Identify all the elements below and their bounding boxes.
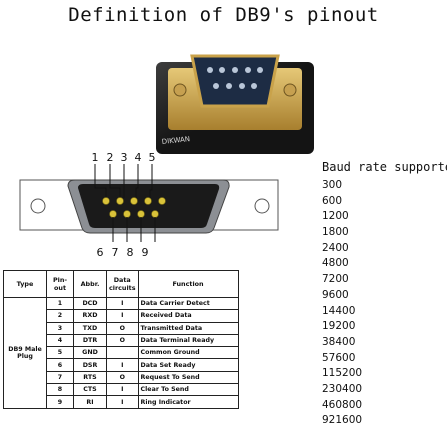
circuit-cell: I [106, 296, 139, 311]
pinout-table: Type Pin-out Abbr. Data circuits Functio… [3, 270, 239, 409]
baud-rate-item: 38400 [322, 335, 356, 348]
circuit-cell: I [106, 309, 139, 323]
pin-7 [123, 210, 131, 218]
abbr-cell: RI [73, 395, 107, 409]
pin-label-6: 6 [97, 246, 104, 259]
pin-cell: 6 [46, 358, 74, 372]
function-cell: Request To Send [137, 370, 239, 385]
mount-hole-right [254, 198, 270, 214]
circuit-cell: I [106, 358, 139, 372]
baud-rate-item: 14400 [322, 304, 356, 317]
pin-cell: 1 [46, 296, 74, 311]
header-pinout: Pin-out [46, 270, 74, 298]
d-sub-face [190, 54, 280, 108]
pin-label-1: 1 [92, 151, 99, 164]
baud-rate-item: 1200 [322, 210, 349, 223]
baud-rate-item: 4800 [322, 257, 349, 270]
pin-8 [137, 210, 145, 218]
function-cell: Clear To Send [137, 383, 239, 397]
abbr-cell: RXD [73, 309, 107, 323]
header-type: Type [3, 270, 47, 298]
header-abbr: Abbr. [73, 270, 107, 298]
header-function: Function [137, 270, 239, 298]
pin-label-8: 8 [127, 246, 134, 259]
function-cell: Transmitted Data [137, 321, 239, 335]
abbr-cell: DCD [73, 296, 107, 311]
circuit-cell: I [106, 383, 139, 397]
baud-rate-item: 230400 [322, 382, 363, 395]
function-cell: Ring Indicator [137, 395, 239, 409]
circuit-cell: O [106, 370, 139, 385]
connector-photo: DIKWAN [150, 38, 320, 158]
pin-9 [151, 210, 159, 218]
baud-rate-item: 600 [322, 194, 343, 207]
abbr-cell: RTS [73, 370, 107, 385]
baud-rate-list: 300 600 1200 1800 2400 4800 7200 9600 14400 19200… [322, 178, 362, 429]
pin-cell: 2 [46, 309, 74, 323]
pin-1 [102, 197, 110, 205]
function-cell: Common Ground [137, 346, 239, 360]
baud-rate-item: 300 [322, 179, 343, 191]
connector-insulator [78, 184, 220, 228]
pin-2 [116, 197, 124, 205]
page-title: Definition of DB9's pinout [68, 4, 379, 26]
circuit-cell: O [106, 321, 139, 335]
pin-label-2: 2 [107, 151, 114, 164]
pin-cell: 8 [46, 383, 74, 397]
header-circuits: Data circuits [106, 270, 139, 298]
abbr-cell: GND [73, 346, 107, 360]
pin-label-5: 5 [149, 151, 156, 164]
pin-6 [109, 210, 117, 218]
baud-rate-title: Baud rate supported: [322, 160, 447, 174]
type-cell: DB9 Male Plug [3, 297, 47, 409]
pin-3 [130, 197, 138, 205]
baud-rate-item: 7200 [322, 273, 349, 286]
abbr-cell: DSR [73, 358, 107, 372]
baud-rate-item: 1800 [322, 226, 349, 239]
circuit-cell [106, 346, 139, 360]
pin-cell: 7 [46, 370, 74, 385]
pin-cell: 3 [46, 321, 74, 335]
abbr-cell: DTR [73, 333, 107, 348]
circuit-cell: O [106, 333, 139, 348]
baud-rate-item: 9600 [322, 288, 349, 301]
mount-hole-left [30, 198, 46, 214]
pin-4 [144, 197, 152, 205]
db9-pinout-diagram: 1 2 3 4 5 6 7 8 9 [19, 151, 279, 259]
pin-label-3: 3 [121, 151, 128, 164]
baud-rate-item: 19200 [322, 320, 356, 333]
function-cell: Data Carrier Detect [137, 296, 239, 311]
abbr-cell: TXD [73, 321, 107, 335]
baud-rate-item: 460800 [322, 398, 363, 411]
pin-cell: 4 [46, 333, 74, 348]
pin-cell: 9 [46, 395, 74, 409]
baud-rate-item: 921600 [322, 414, 363, 427]
function-cell: Received Data [137, 309, 239, 323]
function-cell: Data Set Ready [137, 358, 239, 372]
circuit-cell: I [106, 395, 139, 409]
baud-rate-item: 2400 [322, 241, 349, 254]
pin-label-7: 7 [112, 246, 119, 259]
function-cell: Data Terminal Ready [137, 333, 239, 348]
pin-5 [158, 197, 166, 205]
table-header-row: Type Pin-out Abbr. Data circuits Functio… [3, 270, 239, 298]
pin-cell: 5 [46, 346, 74, 360]
brand-label: DIKWAN [161, 135, 190, 146]
pin-label-9: 9 [142, 246, 149, 259]
baud-rate-item: 57600 [322, 351, 356, 364]
pin-label-4: 4 [135, 151, 142, 164]
baud-rate-item: 115200 [322, 367, 363, 380]
abbr-cell: CTS [73, 383, 107, 397]
